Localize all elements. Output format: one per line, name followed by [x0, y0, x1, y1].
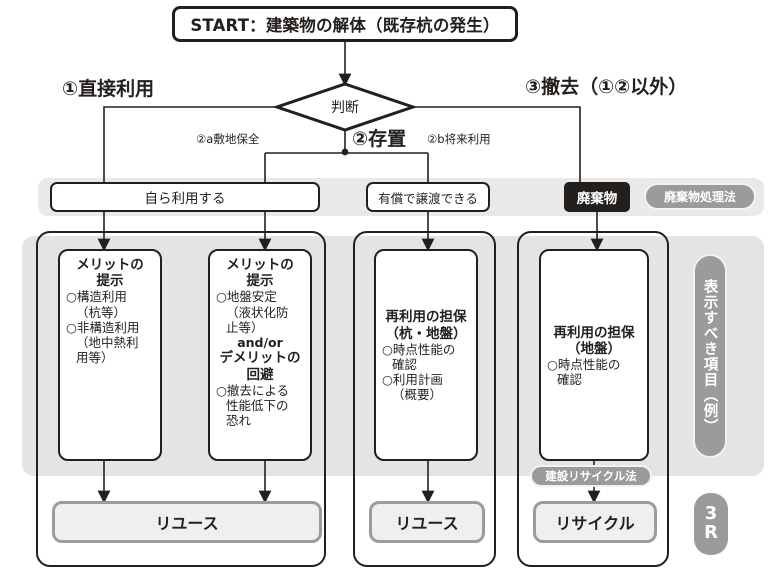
branch-label-removal: ③撤去（①②以外）: [525, 76, 688, 98]
detail-4-head-line1: 再利用の担保: [553, 324, 635, 341]
group-container-removal: [517, 231, 669, 567]
start-label: START：建築物の解体（既存杭の発生）: [190, 16, 500, 35]
pill-3r-line1: 3: [704, 503, 718, 525]
start-box: START：建築物の解体（既存杭の発生）: [172, 6, 518, 42]
detail-box-reuse-ground: 再利用の担保 （地盤） ○時点性能の 確認: [539, 249, 649, 461]
group-container-direct-use: [36, 231, 326, 567]
detail-2-line-3: 止等）: [226, 319, 264, 335]
pill-waste-management-law: 廃棄物処理法: [644, 183, 756, 210]
detail-3-head-line2: （杭・地盤）: [385, 325, 467, 342]
detail-2-head-line1: メリットの: [226, 257, 294, 273]
outcome-box-reuse-mid: リユース: [369, 501, 485, 543]
category-box-waste: 廃棄物: [564, 182, 630, 212]
decision-node: 判断: [277, 84, 413, 130]
detail-4-line-1: ○時点性能の: [547, 356, 621, 372]
detail-box-reuse-pile-ground: 再利用の担保 （杭・地盤） ○時点性能の 確認 ○利用計画 （概要）: [374, 249, 478, 461]
detail-2-line-6: 恐れ: [226, 413, 252, 429]
outcome-label-reuse-left: リユース: [155, 514, 219, 533]
detail-3-line-1: ○時点性能の: [382, 341, 456, 357]
detail-2-line-4: ○撤去による: [216, 382, 290, 398]
detail-2-line-1: ○地盤安定: [216, 289, 277, 305]
outcome-label-recycle: リサイクル: [555, 514, 635, 533]
detail-2-line-2: （液状化防: [226, 304, 289, 320]
detail-1-line-4: （地中熱利: [76, 335, 139, 351]
detail-1-line-5: 用等）: [76, 350, 114, 366]
detail-3-line-2: 確認: [392, 356, 418, 372]
category-box-own-use: 自ら利用する: [50, 182, 320, 212]
detail-4-line-2: 確認: [557, 372, 583, 388]
detail-box-merit-structural: メリットの 提示 ○構造利用 （杭等） ○非構造利用 （地中熱利 用等）: [58, 249, 162, 461]
detail-3-line-4: （概要）: [392, 387, 443, 403]
decision-label: 判断: [331, 100, 359, 116]
detail-1-head-line2: 提示: [96, 273, 124, 290]
pill-display-items-example-label: 表示すべき項目（例）: [701, 278, 718, 434]
category-label-paid-transfer: 有償で譲渡できる: [378, 190, 478, 206]
outcome-label-reuse-mid: リユース: [395, 514, 459, 533]
outcome-box-reuse-left: リユース: [52, 501, 322, 543]
pill-3r-line2: R: [704, 522, 718, 543]
detail-box-merit-ground: メリットの 提示 ○地盤安定 （液状化防 止等） and/or デメリットの 回…: [208, 249, 312, 461]
pill-display-items-example: 表示すべき項目（例）: [693, 254, 727, 458]
detail-3-line-3: ○利用計画: [382, 372, 443, 388]
detail-2-head2-line2: 回避: [246, 366, 274, 383]
outcome-box-recycle: リサイクル: [533, 501, 657, 543]
branch-sublabel-site-preservation: ②a敷地保全: [196, 132, 260, 146]
detail-1-line-3: ○非構造利用: [66, 319, 140, 335]
detail-2-head2-line1: デメリットの: [219, 350, 301, 367]
group-container-store: [353, 231, 496, 567]
branch-label-direct-use: ①直接利用: [62, 78, 155, 100]
branch-sublabel-future-use: ②b将来利用: [427, 132, 491, 146]
pill-construction-recycle-law-label: 建設リサイクル法: [545, 469, 637, 483]
detail-1-head-line1: メリットの: [76, 257, 144, 273]
detail-1-line-2: （杭等）: [76, 304, 127, 320]
detail-2-line-5: 性能低下の: [226, 398, 289, 413]
pill-3r: 3 R: [694, 493, 728, 555]
category-label-own-use: 自ら利用する: [144, 191, 226, 207]
pill-waste-management-law-label: 廃棄物処理法: [663, 190, 736, 204]
branch-label-store: ②存置: [352, 128, 407, 150]
detail-1-line-1: ○構造利用: [66, 289, 127, 305]
detail-4-head-line2: （地盤）: [567, 340, 621, 357]
pill-construction-recycle-law: 建設リサイクル法: [530, 465, 652, 487]
category-box-paid-transfer: 有償で譲渡できる: [366, 182, 490, 212]
category-label-waste: 廃棄物: [576, 191, 618, 207]
detail-3-head-line1: 再利用の担保: [385, 309, 467, 326]
detail-2-andor: and/or: [237, 335, 283, 351]
detail-2-head-line2: 提示: [246, 273, 274, 290]
